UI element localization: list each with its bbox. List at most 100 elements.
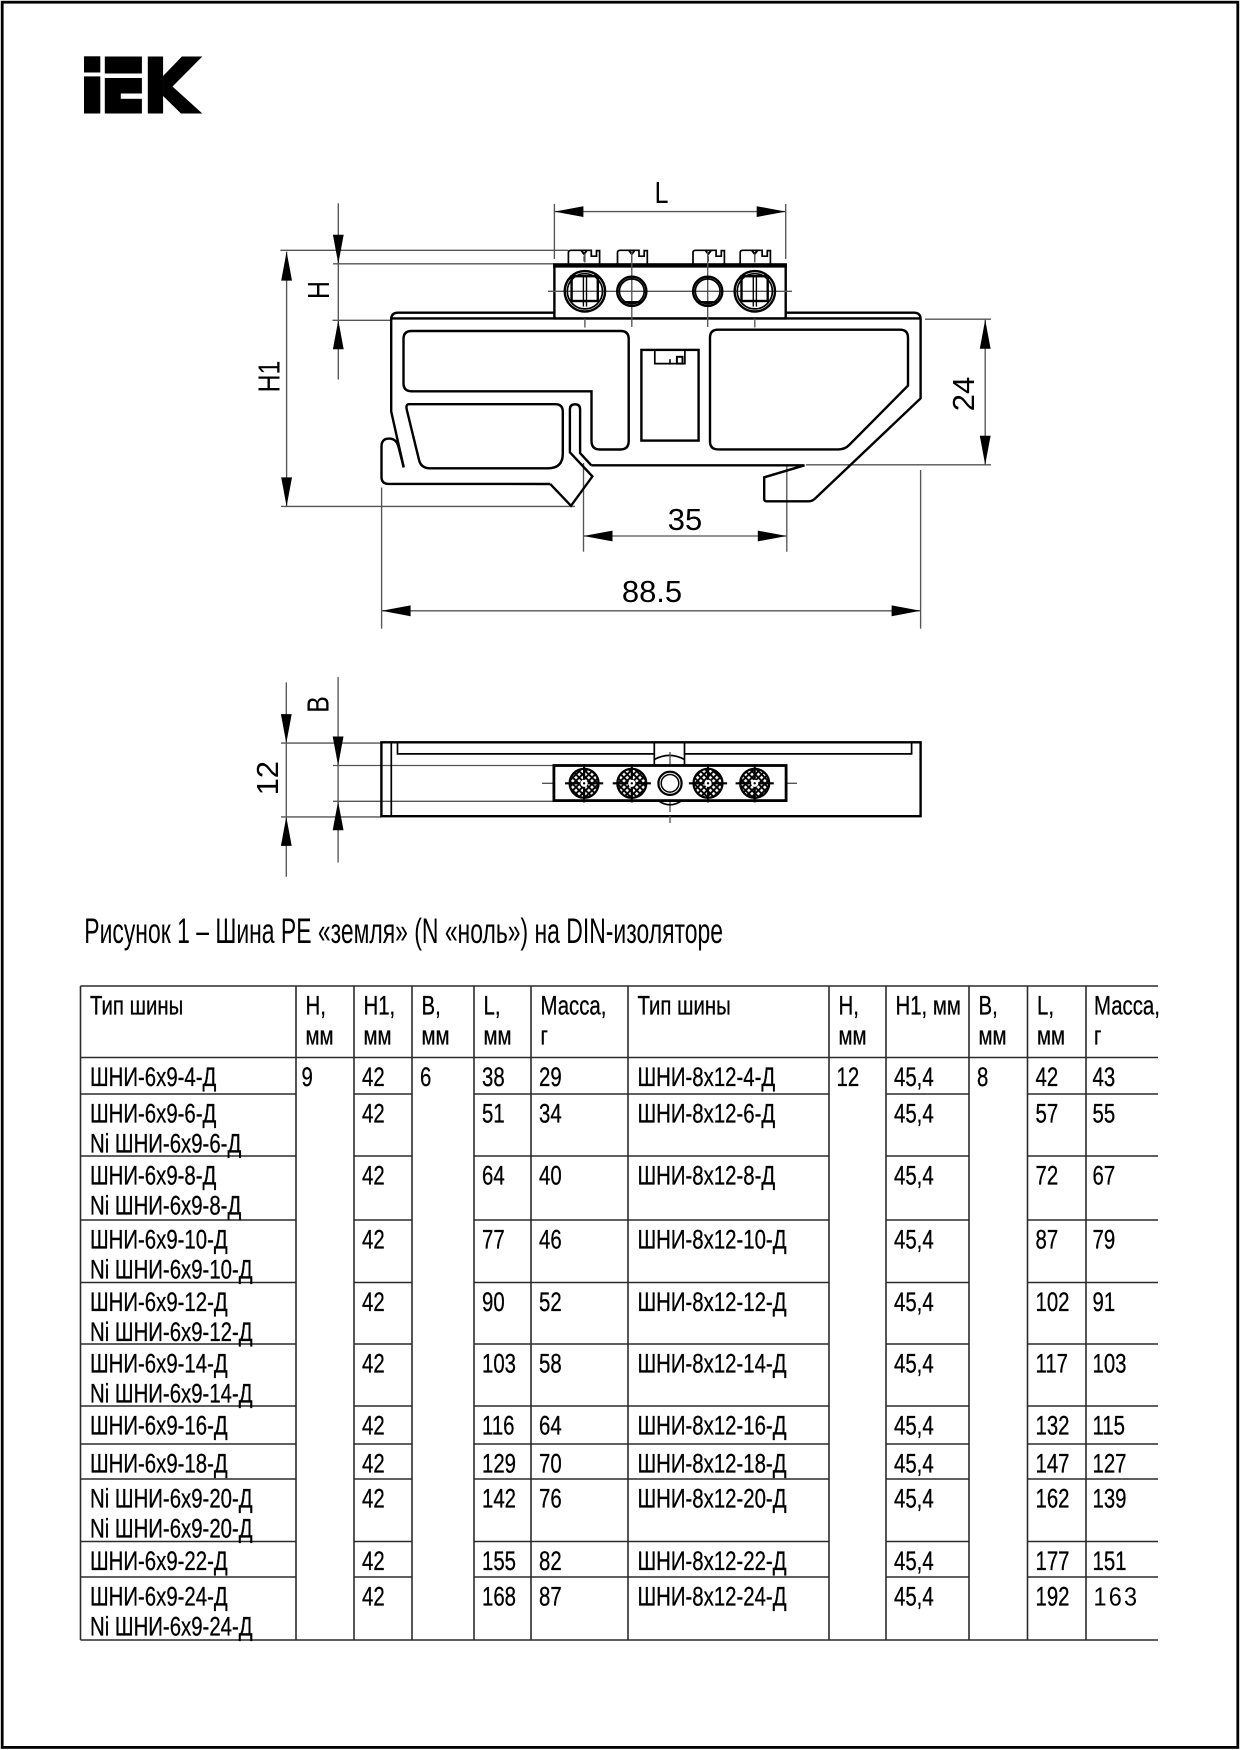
svg-text:127: 127 <box>1093 1449 1127 1479</box>
svg-text:42: 42 <box>362 1546 385 1576</box>
svg-text:115: 115 <box>1093 1411 1125 1441</box>
svg-text:42: 42 <box>362 1161 385 1191</box>
svg-text:Масса,: Масса, <box>541 991 607 1021</box>
svg-text:116: 116 <box>482 1411 514 1441</box>
svg-text:45,4: 45,4 <box>894 1099 934 1129</box>
svg-text:42: 42 <box>362 1225 385 1255</box>
svg-text:Ni ШНИ-6х9-12-Д: Ni ШНИ-6х9-12-Д <box>90 1317 253 1347</box>
svg-text:мм: мм <box>306 1021 334 1051</box>
svg-text:35: 35 <box>668 502 702 537</box>
svg-text:Масса,: Масса, <box>1094 991 1160 1021</box>
svg-text:45,4: 45,4 <box>894 1411 934 1441</box>
svg-text:34: 34 <box>539 1099 562 1129</box>
svg-text:177: 177 <box>1036 1546 1070 1576</box>
svg-text:117: 117 <box>1036 1349 1068 1379</box>
svg-text:52: 52 <box>539 1287 562 1317</box>
svg-text:151: 151 <box>1093 1546 1127 1576</box>
svg-text:Ni ШНИ-6х9-6-Д: Ni ШНИ-6х9-6-Д <box>90 1129 241 1159</box>
svg-text:42: 42 <box>362 1484 385 1514</box>
svg-text:B: B <box>301 696 335 713</box>
svg-text:ШНИ-8х12-20-Д: ШНИ-8х12-20-Д <box>638 1484 787 1514</box>
svg-text:Рисунок 1 – Шина РЕ «земля» (N: Рисунок 1 – Шина РЕ «земля» (N «ноль») н… <box>84 912 723 951</box>
svg-text:42: 42 <box>362 1099 385 1129</box>
svg-text:58: 58 <box>539 1349 562 1379</box>
svg-text:24: 24 <box>946 377 981 411</box>
svg-text:Н1,: Н1, <box>364 991 396 1021</box>
svg-text:В,: В, <box>422 991 441 1021</box>
svg-text:мм: мм <box>422 1021 450 1051</box>
svg-text:ШНИ-8х12-4-Д: ШНИ-8х12-4-Д <box>638 1062 776 1092</box>
svg-text:Ni ШНИ-6х9-20-Д: Ni ШНИ-6х9-20-Д <box>90 1514 253 1544</box>
svg-text:57: 57 <box>1036 1099 1059 1129</box>
svg-text:мм: мм <box>1037 1021 1065 1051</box>
svg-text:76: 76 <box>539 1484 562 1514</box>
svg-text:42: 42 <box>362 1062 385 1092</box>
svg-text:H: H <box>301 281 335 299</box>
svg-text:147: 147 <box>1036 1449 1070 1479</box>
svg-text:142: 142 <box>482 1484 516 1514</box>
svg-text:91: 91 <box>1093 1287 1116 1317</box>
svg-text:132: 132 <box>1036 1411 1070 1441</box>
svg-text:Ni ШНИ-6х9-10-Д: Ni ШНИ-6х9-10-Д <box>90 1255 253 1285</box>
svg-text:12: 12 <box>837 1062 860 1092</box>
svg-text:102: 102 <box>1036 1287 1070 1317</box>
svg-text:Ni ШНИ-6х9-8-Д: Ni ШНИ-6х9-8-Д <box>90 1191 241 1221</box>
svg-text:45,4: 45,4 <box>894 1449 934 1479</box>
svg-text:45,4: 45,4 <box>894 1582 934 1612</box>
svg-text:55: 55 <box>1093 1099 1116 1129</box>
svg-text:мм: мм <box>484 1021 512 1051</box>
svg-text:51: 51 <box>482 1099 505 1129</box>
svg-text:ШНИ-8х12-24-Д: ШНИ-8х12-24-Д <box>638 1582 787 1612</box>
svg-text:45,4: 45,4 <box>894 1546 934 1576</box>
svg-text:ШНИ-8х12-22-Д: ШНИ-8х12-22-Д <box>638 1546 787 1576</box>
svg-text:ШНИ-6х9-10-Д: ШНИ-6х9-10-Д <box>90 1225 228 1255</box>
svg-text:45,4: 45,4 <box>894 1484 934 1514</box>
svg-text:38: 38 <box>482 1062 505 1092</box>
svg-text:9: 9 <box>302 1062 313 1092</box>
svg-text:163: 163 <box>1094 1583 1140 1611</box>
svg-text:45,4: 45,4 <box>894 1287 934 1317</box>
svg-text:г: г <box>541 1021 549 1051</box>
svg-text:45,4: 45,4 <box>894 1062 934 1092</box>
svg-text:ШНИ-6х9-24-Д: ШНИ-6х9-24-Д <box>90 1582 228 1612</box>
svg-text:ШНИ-6х9-4-Д: ШНИ-6х9-4-Д <box>90 1062 216 1092</box>
svg-text:43: 43 <box>1093 1062 1116 1092</box>
svg-text:H1: H1 <box>252 361 286 393</box>
svg-text:Н,: Н, <box>306 991 326 1021</box>
svg-text:Тип шины: Тип шины <box>638 991 731 1021</box>
svg-text:29: 29 <box>539 1062 562 1092</box>
svg-text:L,: L, <box>1037 991 1054 1021</box>
svg-text:ШНИ-6х9-22-Д: ШНИ-6х9-22-Д <box>90 1546 228 1576</box>
svg-text:ШНИ-6х9-14-Д: ШНИ-6х9-14-Д <box>90 1349 228 1379</box>
svg-text:ШНИ-6х9-12-Д: ШНИ-6х9-12-Д <box>90 1287 228 1317</box>
svg-text:45,4: 45,4 <box>894 1225 934 1255</box>
svg-text:ШНИ-8х12-18-Д: ШНИ-8х12-18-Д <box>638 1449 787 1479</box>
svg-text:Ni ШНИ-6х9-20-Д: Ni ШНИ-6х9-20-Д <box>90 1484 253 1514</box>
svg-text:В,: В, <box>979 991 998 1021</box>
svg-text:79: 79 <box>1093 1225 1116 1255</box>
svg-text:ШНИ-8х12-10-Д: ШНИ-8х12-10-Д <box>638 1225 787 1255</box>
svg-text:192: 192 <box>1036 1582 1070 1612</box>
svg-text:ШНИ-6х9-18-Д: ШНИ-6х9-18-Д <box>90 1449 228 1479</box>
svg-text:ШНИ-6х9-8-Д: ШНИ-6х9-8-Д <box>90 1161 216 1191</box>
svg-text:64: 64 <box>482 1161 505 1191</box>
svg-text:Н1, мм: Н1, мм <box>896 991 961 1021</box>
svg-text:L: L <box>655 175 669 209</box>
svg-text:ШНИ-8х12-14-Д: ШНИ-8х12-14-Д <box>638 1349 787 1379</box>
svg-text:12: 12 <box>250 761 285 795</box>
svg-text:67: 67 <box>1093 1161 1116 1191</box>
svg-text:ШНИ-8х12-12-Д: ШНИ-8х12-12-Д <box>638 1287 787 1317</box>
svg-text:45,4: 45,4 <box>894 1161 934 1191</box>
svg-text:72: 72 <box>1036 1161 1059 1191</box>
svg-text:L,: L, <box>484 991 501 1021</box>
svg-text:42: 42 <box>362 1449 385 1479</box>
svg-text:42: 42 <box>362 1349 385 1379</box>
svg-text:42: 42 <box>1036 1062 1059 1092</box>
svg-text:8: 8 <box>977 1062 988 1092</box>
svg-text:64: 64 <box>539 1411 562 1441</box>
svg-text:Ni ШНИ-6х9-14-Д: Ni ШНИ-6х9-14-Д <box>90 1379 253 1409</box>
svg-text:Ni ШНИ-6х9-24-Д: Ni ШНИ-6х9-24-Д <box>90 1612 253 1642</box>
svg-text:168: 168 <box>482 1582 516 1612</box>
svg-text:42: 42 <box>362 1411 385 1441</box>
svg-text:70: 70 <box>539 1449 562 1479</box>
